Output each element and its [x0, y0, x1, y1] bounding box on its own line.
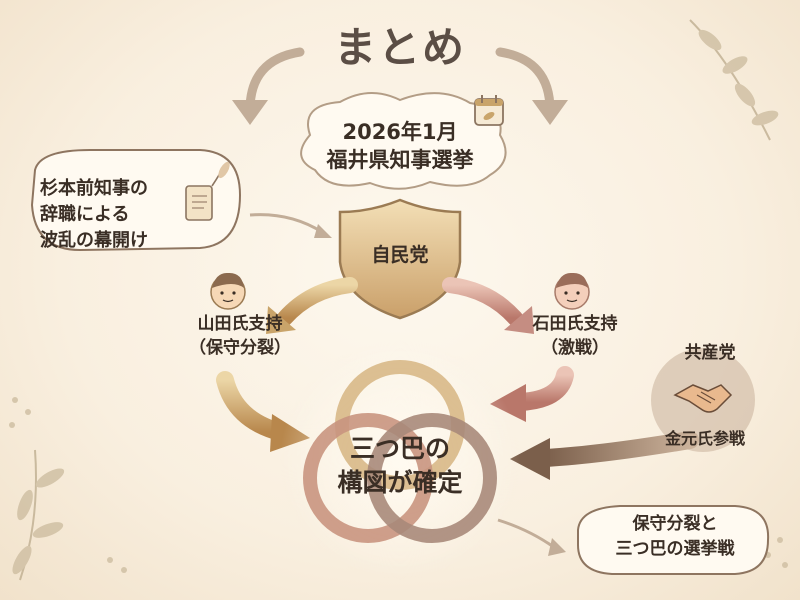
shield-icon — [338, 198, 462, 320]
election-label: 2026年1月 福井県知事選挙 — [300, 118, 500, 174]
arrow-ldp-to-ishida — [442, 277, 534, 334]
resignation-line-3: 波乱の幕開け — [40, 230, 148, 251]
person-icon — [554, 272, 590, 310]
page-title: まとめ — [333, 23, 466, 72]
ldp-label: 自民党 — [371, 244, 429, 266]
person-icon — [210, 272, 246, 310]
election-name: 福井県知事選挙 — [326, 148, 474, 172]
arrow-center-to-conclusion — [497, 518, 566, 556]
calendar-icon — [474, 95, 504, 126]
handshake-icon — [673, 384, 733, 413]
center-line-1: 三つ巴の — [349, 434, 450, 463]
tomoe-rings — [303, 360, 497, 543]
scroll-icon — [185, 161, 230, 221]
yamada-line-1: 山田氏支持 — [197, 314, 283, 334]
resignation-label: 杉本前知事の 辞職による 波乱の幕開け — [40, 176, 190, 254]
resignation-bubble — [30, 149, 242, 252]
election-date: 2026年1月 — [342, 120, 458, 144]
arrow-ishida-to-center — [490, 366, 574, 422]
center-line-2: 構図が確定 — [337, 468, 463, 497]
arrow-ldp-to-yamada — [266, 277, 358, 334]
jcp-candidate-label: 金元氏参戦 — [664, 429, 745, 448]
election-cloud — [300, 91, 507, 190]
arrow-jcp-to-center — [510, 431, 699, 480]
conclusion-label: 保守分裂と 三つ巴の選挙戦 — [580, 512, 770, 562]
yamada-line-2: （保守分裂） — [189, 338, 291, 358]
yamada-label: 山田氏支持 （保守分裂） — [170, 312, 310, 360]
conclusion-bubble — [577, 505, 770, 575]
arrow-resign-to-ldp — [249, 213, 332, 238]
ishida-line-2: （激戦） — [541, 338, 609, 358]
ishida-label: 石田氏支持 （激戦） — [505, 312, 645, 360]
ishida-line-1: 石田氏支持 — [532, 314, 618, 334]
jcp-label: 共産党 — [684, 343, 736, 363]
center-label: 三つ巴の 構図が確定 — [300, 432, 500, 500]
resignation-line-1: 杉本前知事の — [40, 178, 148, 199]
leaf-icon — [9, 19, 788, 581]
resignation-line-2: 辞職による — [40, 204, 130, 225]
conclusion-line-2: 三つ巴の選挙戦 — [615, 539, 735, 559]
conclusion-line-1: 保守分裂と — [632, 514, 718, 534]
